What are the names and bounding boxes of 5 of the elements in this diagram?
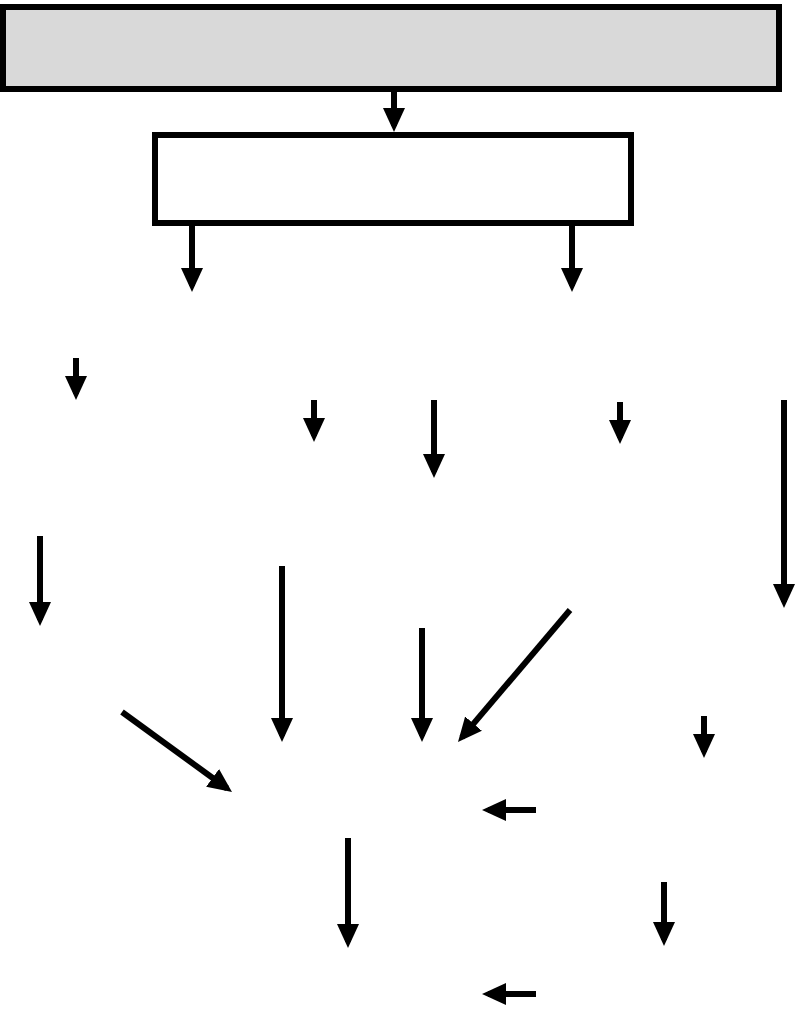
process-box <box>152 132 634 226</box>
arrow <box>181 226 203 292</box>
arrow <box>561 226 583 292</box>
arrow <box>383 92 405 132</box>
header-band <box>0 4 782 92</box>
